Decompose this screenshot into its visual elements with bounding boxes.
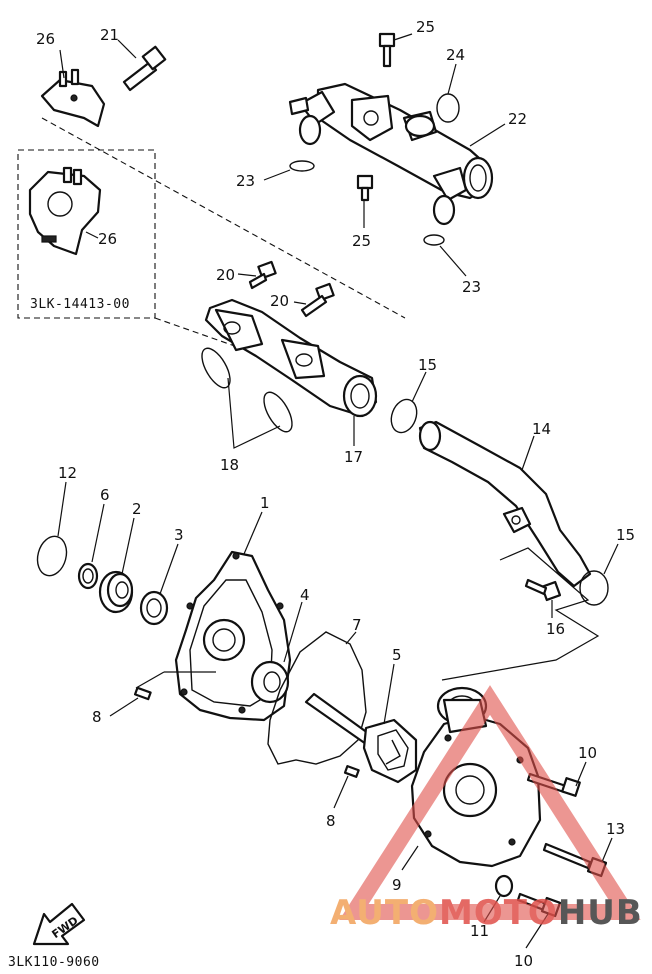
callout-17: 17: [344, 448, 363, 466]
part-8-dowel-pin-upper: [133, 686, 152, 701]
watermark-triangle-logo: [339, 685, 641, 920]
part-15-oring-upper: [390, 398, 418, 434]
watermark-hub: HUB: [558, 893, 643, 933]
part-23-oring-left: [289, 160, 315, 172]
part-16-bolt: [524, 578, 562, 602]
part-26-bracket-top: [40, 68, 106, 128]
part-6-oil-seal: [77, 562, 99, 590]
callout-23-left: 23: [236, 172, 255, 190]
part-18-oring-b: [263, 391, 293, 433]
callout-labels: 26 21 26 3LK-14413-00 25 24 22 23 25 23 …: [8, 18, 635, 970]
callout-14: 14: [532, 420, 551, 438]
callout-15-lower: 15: [616, 526, 635, 544]
part-21-bolt: [122, 45, 167, 92]
part-25-bolt-top: [378, 32, 396, 68]
guide-line-pipe-to-cover: [441, 547, 600, 681]
fwd-arrow-icon: FWD: [32, 902, 86, 946]
callout-22: 22: [508, 110, 527, 128]
part-19-bolt: [248, 260, 277, 290]
callout-8-lower: 8: [326, 812, 336, 830]
callout-8-upper: 8: [92, 708, 102, 726]
part-17-pump-outlet-pipe: [204, 298, 378, 418]
callout-5: 5: [392, 646, 402, 664]
inset-dashed-box: [17, 149, 156, 319]
part-20-bolt: [300, 282, 335, 318]
callout-15-upper: 15: [418, 356, 437, 374]
callout-13: 13: [606, 820, 625, 838]
callout-24: 24: [446, 46, 465, 64]
callout-1: 1: [260, 494, 270, 512]
svg-text:AUTOMOTOHUB: AUTOMOTOHUB: [330, 893, 643, 933]
part-22-coolant-pipe: [288, 82, 494, 226]
callout-10-lower: 10: [514, 952, 533, 970]
callout-26-top: 26: [36, 30, 55, 48]
callout-10-upper: 10: [578, 744, 597, 762]
callout-6: 6: [100, 486, 110, 504]
watermark-moto: MOTO: [439, 893, 558, 933]
part-4-mechanical-seal: [250, 660, 290, 704]
callout-26-inset: 26: [98, 230, 117, 248]
callout-12: 12: [58, 464, 77, 482]
part-18-oring-a: [201, 347, 231, 389]
callout-11: 11: [470, 922, 489, 940]
callout-18: 18: [220, 456, 239, 474]
callout-20-visible: 20: [270, 292, 289, 310]
callout-25-top: 25: [416, 18, 435, 36]
part-26-bracket-inset: [28, 166, 102, 256]
part-25-bolt-mid: [356, 174, 374, 202]
callout-16: 16: [546, 620, 565, 638]
part-23-oring-right: [423, 234, 445, 246]
callout-9: 9: [392, 876, 402, 894]
inset-leader-top: [41, 117, 406, 319]
callout-23-right: 23: [462, 278, 481, 296]
part-2-bearing: [98, 570, 134, 614]
watermark-auto: AUTO: [330, 893, 439, 933]
callout-4: 4: [300, 586, 310, 604]
part-12-oring: [36, 535, 68, 577]
part-7-gasket: [267, 631, 367, 765]
part-11-washer: [494, 874, 514, 898]
part-5-impeller-shaft: [304, 692, 418, 784]
automotohub-watermark: AUTOMOTOHUB: [330, 685, 643, 933]
callout-19: 20: [216, 266, 235, 284]
inset-part-code: 3LK-14413-00: [30, 297, 130, 312]
part-14-water-pipe: [418, 420, 592, 588]
part-3-oil-seal: [139, 590, 169, 626]
part-24-oring: [436, 93, 460, 123]
callout-21: 21: [100, 26, 119, 44]
callout-3: 3: [174, 526, 184, 544]
callout-2: 2: [132, 500, 142, 518]
callout-25-mid: 25: [352, 232, 371, 250]
figure-code: 3LK110-9060: [8, 955, 100, 970]
part-8-dowel-pin-lower: [343, 765, 360, 778]
part-15-oring-lower: [579, 570, 609, 606]
callout-7: 7: [352, 616, 362, 634]
